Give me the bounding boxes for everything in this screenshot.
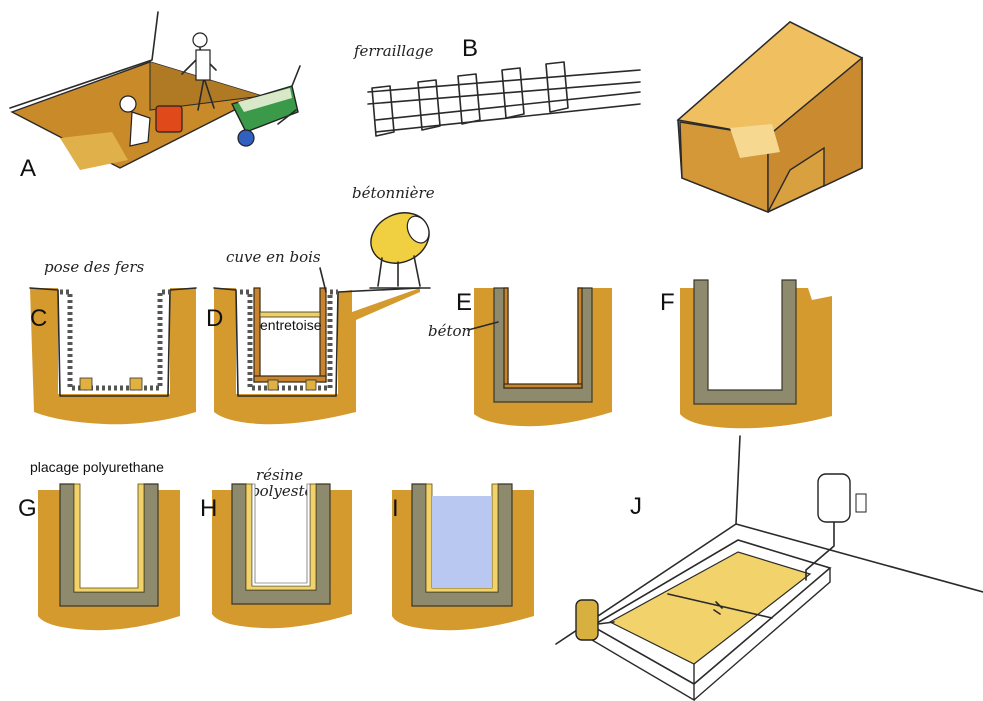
label-placage-polyurethane: placage polyurethane: [30, 459, 164, 475]
panel-e-concrete-pour: béton E: [428, 287, 612, 427]
label-entretoise: entretoise: [260, 317, 322, 333]
water-heater: [805, 473, 851, 581]
label-cuve-en-bois: cuve en bois: [226, 248, 321, 266]
panel-d-wood-formwork: cuve en bois entretoise D: [206, 248, 421, 425]
panel-b-rebar-cage: ferraillage B: [353, 35, 641, 137]
letter-e: E: [456, 289, 472, 316]
panel-j-finished-pool: J: [555, 435, 983, 701]
bucket: [155, 105, 183, 133]
letter-c: C: [30, 305, 47, 332]
panel-h-polyester-resin: résine polyester H: [200, 466, 352, 629]
wooden-formwork-box: [676, 21, 864, 214]
wheelbarrow: [231, 65, 301, 147]
wall-switch: [855, 493, 867, 513]
concrete-mixer: bétonnière: [352, 184, 435, 289]
letter-f: F: [660, 289, 675, 316]
worker-standing: [181, 32, 217, 111]
panel-i-filled-with-water: I: [392, 483, 534, 631]
letter-g: G: [18, 495, 37, 522]
worker-in-pit: [119, 95, 151, 147]
label-pose-des-fers: pose des fers: [44, 258, 145, 276]
panel-c-rebar-placement: pose des fers C: [29, 258, 197, 425]
label-polyester: polyester: [250, 482, 321, 500]
label-ferraillage: ferraillage: [353, 42, 434, 60]
panel-f-concrete-tank: F: [660, 279, 832, 429]
letter-a: A: [20, 155, 36, 182]
panel-a-excavation: A: [9, 11, 301, 182]
water: [432, 496, 492, 588]
letter-d: D: [206, 305, 223, 332]
filter-pump: [575, 599, 615, 641]
panel-g-polyurethane-coating: placage polyurethane G: [18, 459, 180, 631]
label-beton: béton: [428, 322, 471, 340]
letter-b: B: [462, 35, 478, 62]
letter-j: J: [630, 493, 642, 520]
label-resine: résine: [256, 466, 303, 484]
label-betonniere: bétonnière: [352, 184, 435, 202]
letter-i: I: [392, 495, 399, 522]
letter-h: H: [200, 495, 217, 522]
